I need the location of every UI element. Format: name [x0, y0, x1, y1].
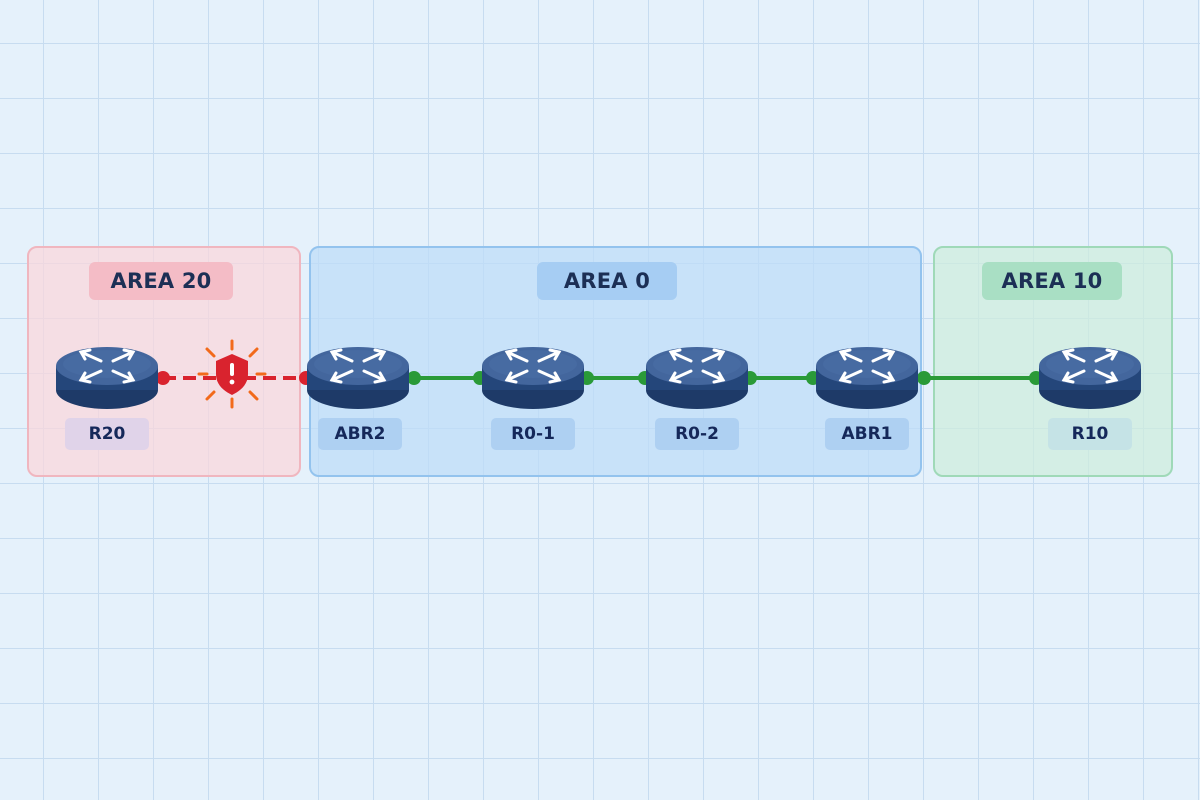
router-label-r20: R20	[65, 418, 149, 450]
router-icon	[480, 345, 586, 411]
router-r0-1[interactable]	[480, 345, 586, 411]
router-icon	[644, 345, 750, 411]
router-label-abr2: ABR2	[318, 418, 402, 450]
link-r0-1-r0-2[interactable]	[580, 371, 652, 385]
router-r0-2[interactable]	[644, 345, 750, 411]
router-icon	[305, 345, 411, 411]
router-label-r0-2: R0-2	[655, 418, 739, 450]
area-10-title: AREA 10	[982, 262, 1122, 300]
area-20-title: AREA 20	[89, 262, 233, 300]
security-alert-shield-icon	[197, 339, 267, 409]
link-abr1-r10[interactable]	[917, 371, 1043, 385]
link-r0-2-abr1[interactable]	[743, 371, 820, 385]
router-icon	[54, 345, 160, 411]
router-icon	[1037, 345, 1143, 411]
link-abr2-r0-1[interactable]	[407, 371, 487, 385]
router-r20[interactable]	[54, 345, 160, 411]
router-abr2[interactable]	[305, 345, 411, 411]
router-label-r10: R10	[1048, 418, 1132, 450]
router-r10[interactable]	[1037, 345, 1143, 411]
router-label-r0-1: R0-1	[491, 418, 575, 450]
router-label-abr1: ABR1	[825, 418, 909, 450]
router-abr1[interactable]	[814, 345, 920, 411]
router-icon	[814, 345, 920, 411]
area-0-title: AREA 0	[537, 262, 677, 300]
